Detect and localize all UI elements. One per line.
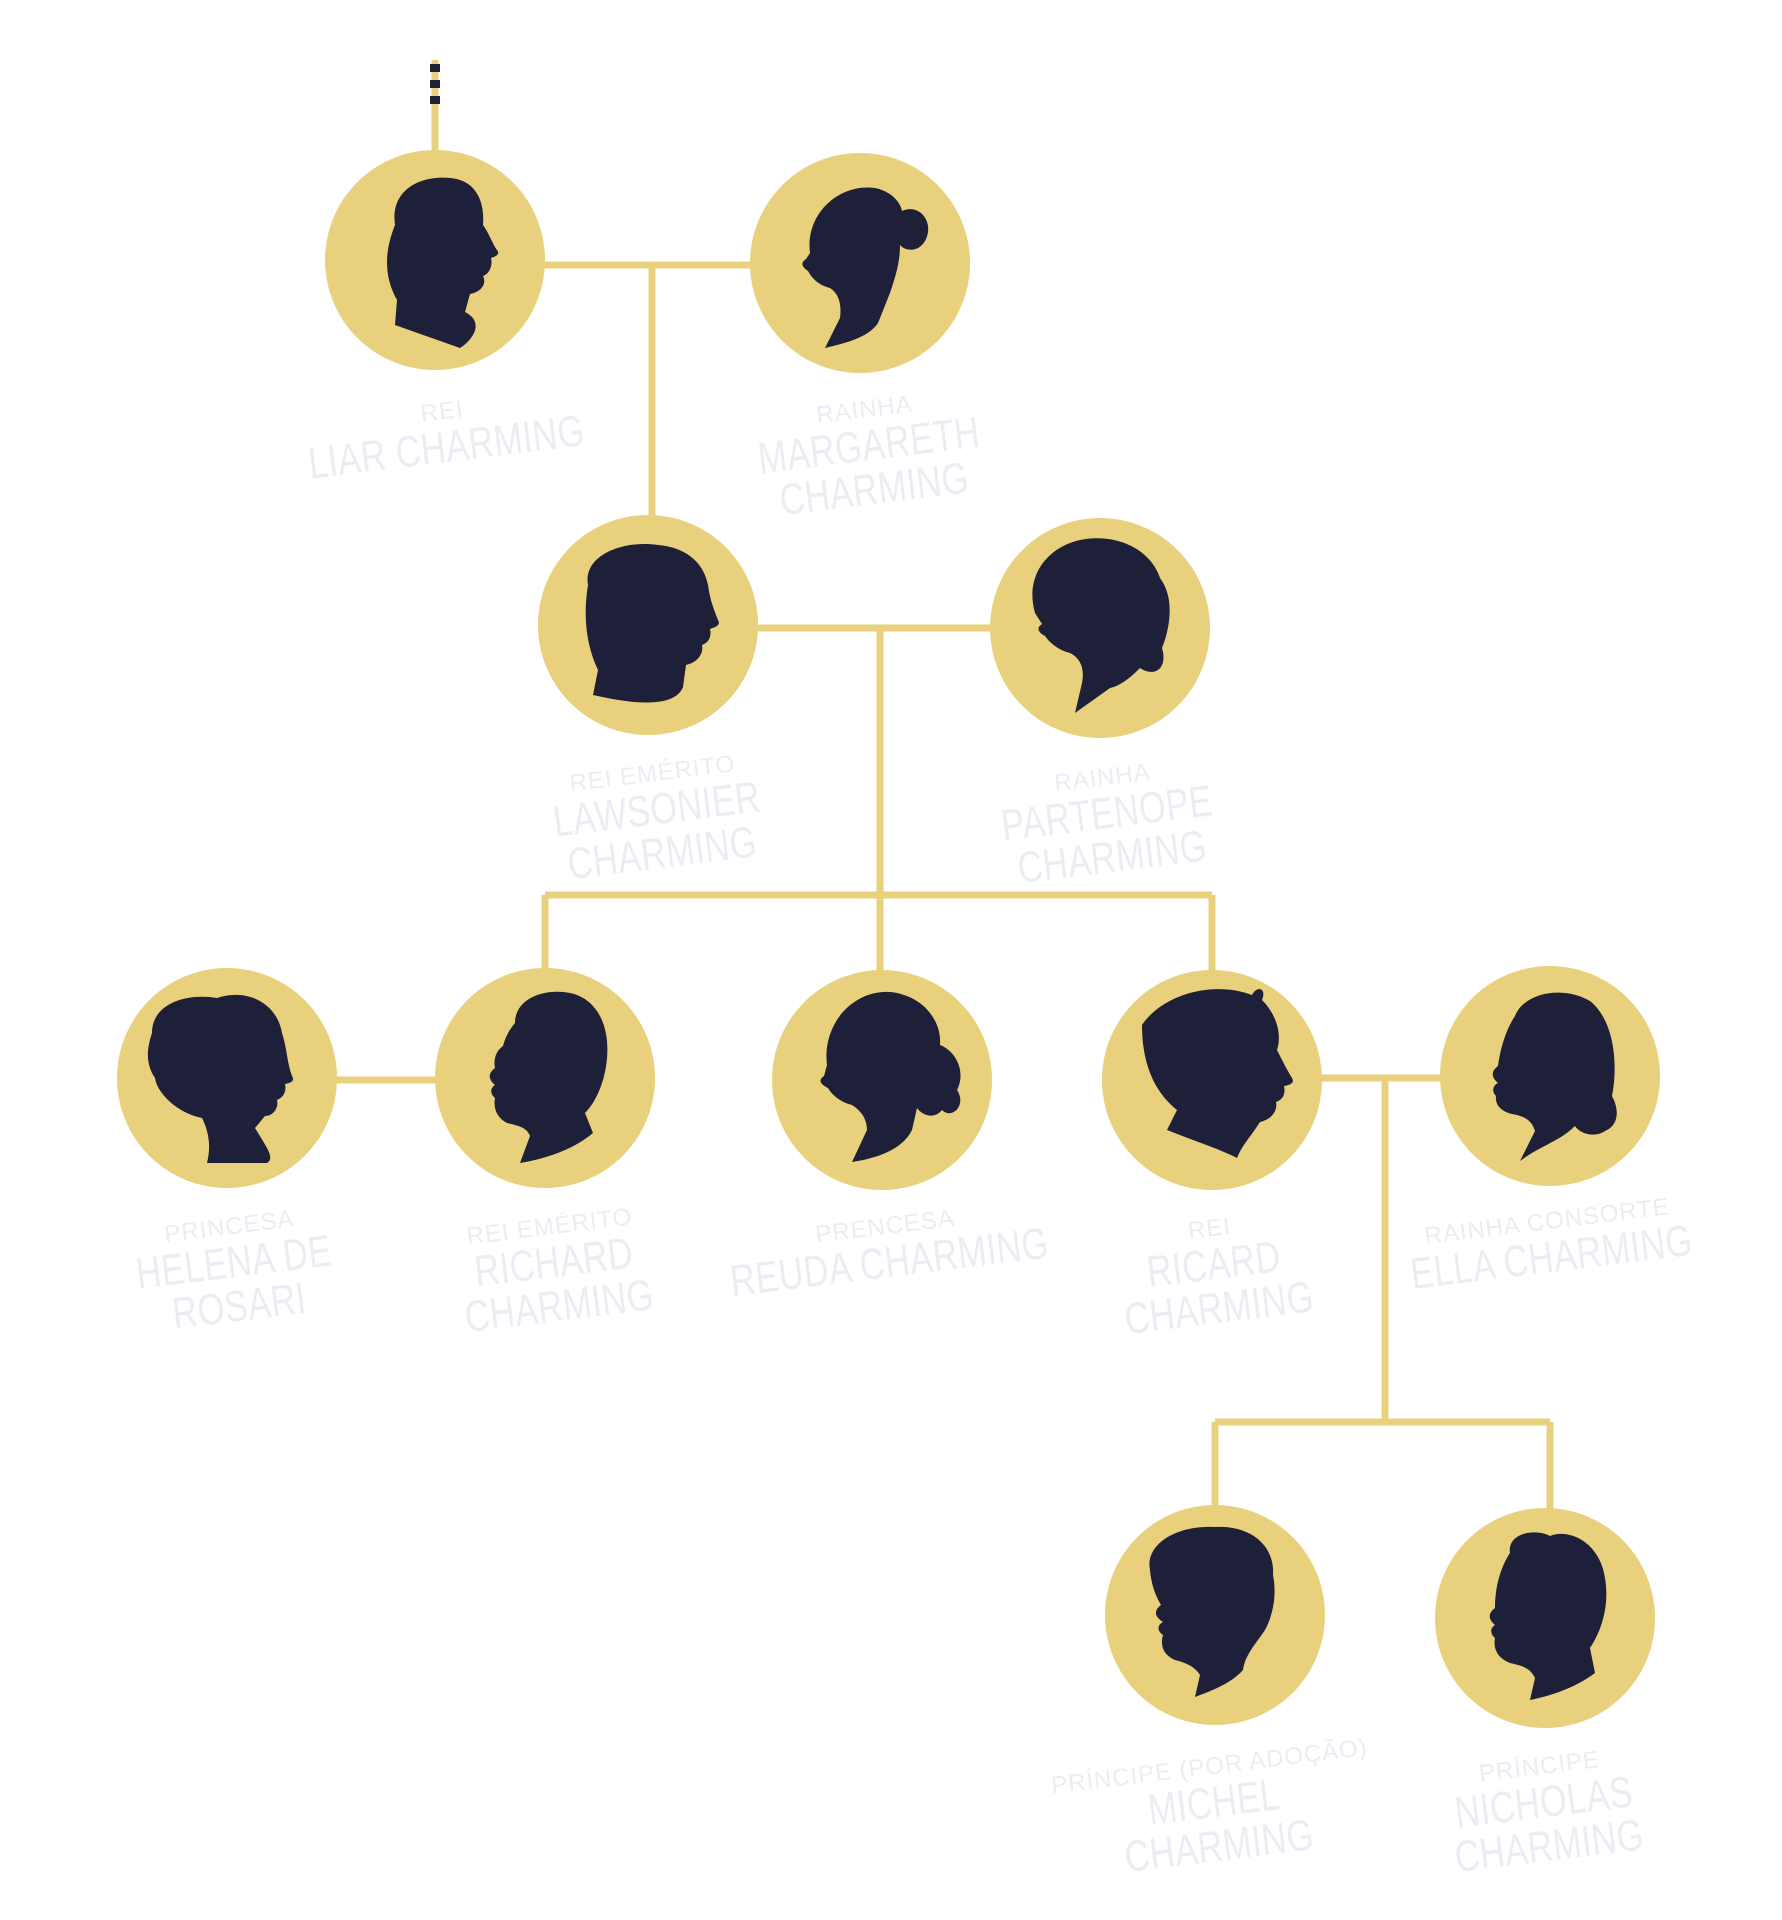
woman-bun-silhouette-icon bbox=[820, 991, 961, 1162]
portrait-liar-charming[interactable] bbox=[325, 150, 545, 370]
man-silhouette-icon bbox=[585, 544, 719, 703]
portrait-helena-de-rosari[interactable] bbox=[117, 968, 337, 1188]
man-curly-silhouette-icon bbox=[1149, 1526, 1275, 1697]
portrait-ricard-charming[interactable] bbox=[1102, 970, 1322, 1190]
portrait-reuda-charming[interactable] bbox=[772, 970, 992, 1190]
man-silhouette-icon bbox=[1142, 988, 1293, 1158]
woman-updo-silhouette-icon bbox=[147, 994, 294, 1163]
portrait-partenope-charming[interactable] bbox=[990, 518, 1210, 738]
portrait-richard-charming[interactable] bbox=[435, 968, 655, 1188]
woman-curly-silhouette-icon bbox=[1032, 538, 1170, 713]
portrait-nicholas-charming[interactable] bbox=[1435, 1508, 1655, 1728]
man-silhouette-icon bbox=[489, 991, 608, 1163]
portrait-margareth-charming[interactable] bbox=[750, 153, 970, 373]
portrait-lawsonier-charming[interactable] bbox=[538, 515, 758, 735]
dashed-ancestor-marker bbox=[430, 64, 440, 104]
man-silhouette-icon bbox=[387, 177, 499, 348]
portrait-ella-charming[interactable] bbox=[1440, 966, 1660, 1186]
man-silhouette-icon bbox=[1489, 1532, 1607, 1700]
portrait-michel-charming[interactable] bbox=[1105, 1505, 1325, 1725]
woman-bun-silhouette-icon bbox=[802, 187, 929, 348]
woman-silhouette-icon bbox=[1492, 992, 1617, 1161]
